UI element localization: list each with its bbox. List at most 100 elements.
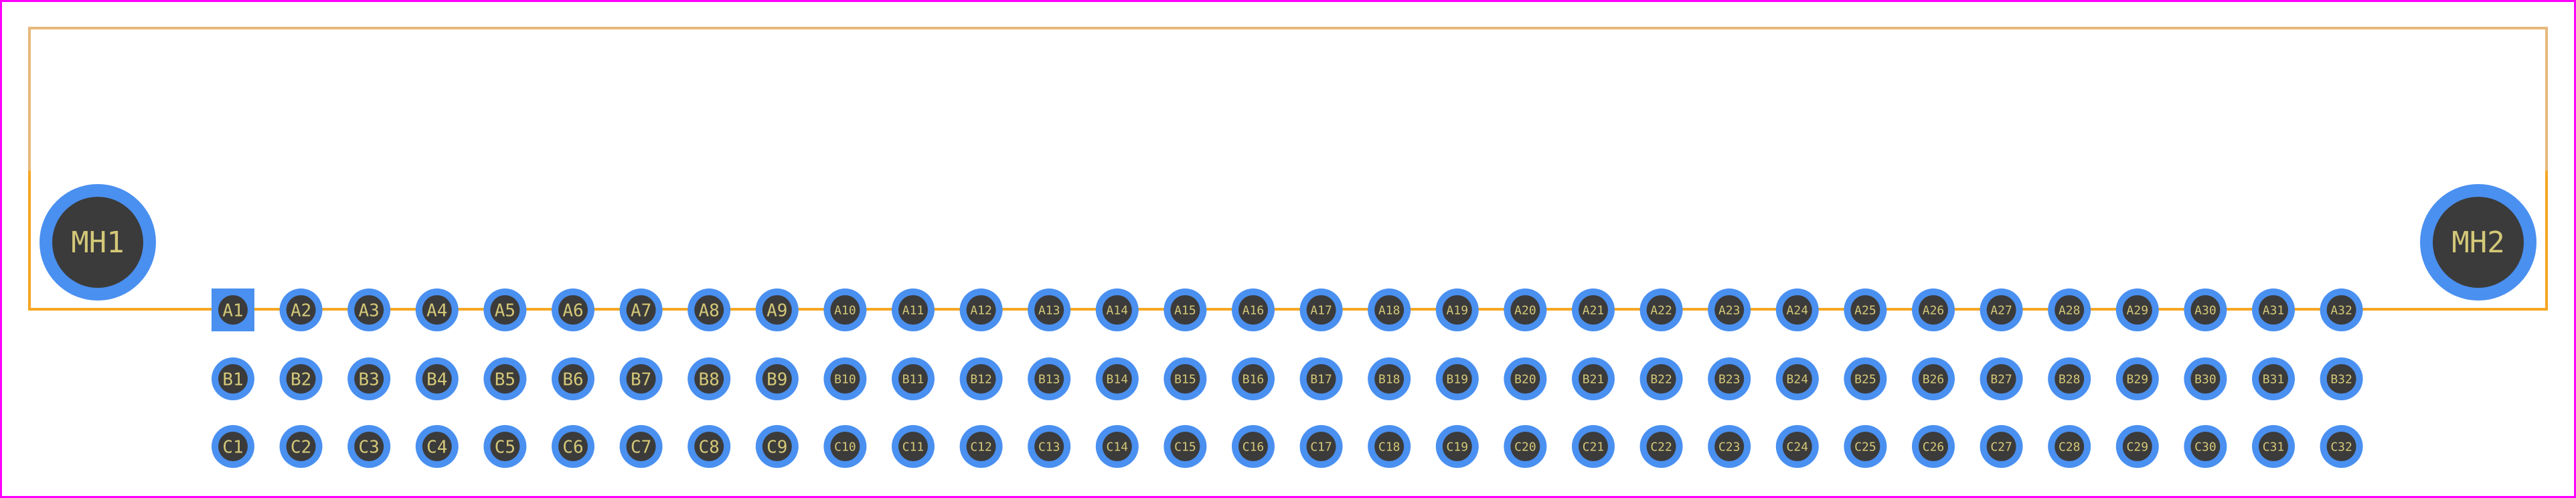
pin-pad-a11[interactable]: A11 [892, 288, 935, 331]
mounting-hole-mh2[interactable]: MH2 [2420, 184, 2537, 301]
pin-pad-a13[interactable]: A13 [1028, 288, 1071, 331]
pin-pad-b13[interactable]: B13 [1028, 357, 1071, 400]
pin-pad-c2[interactable]: C2 [279, 425, 323, 468]
pin-pad-a24[interactable]: A24 [1775, 288, 1819, 331]
pad-drill [1986, 432, 2016, 461]
pin-pad-b16[interactable]: B16 [1232, 357, 1275, 400]
pin-pad-b17[interactable]: B17 [1299, 357, 1343, 400]
pin-pad-b6[interactable]: B6 [552, 357, 594, 400]
pin-pad-a2[interactable]: A2 [279, 288, 323, 331]
pin-pad-b31[interactable]: B31 [2252, 357, 2295, 400]
pin-pad-c4[interactable]: C4 [415, 425, 459, 468]
pin-pad-c6[interactable]: C6 [552, 425, 594, 468]
pin-pad-c28[interactable]: C28 [2048, 425, 2091, 468]
pin-pad-c31[interactable]: C31 [2252, 425, 2295, 468]
pin-pad-c9[interactable]: C9 [755, 425, 799, 468]
pin-pad-a17[interactable]: A17 [1299, 288, 1343, 331]
pin-pad-a19[interactable]: A19 [1435, 288, 1479, 331]
pin-pad-a1[interactable]: A1 [212, 288, 254, 331]
pin-pad-a12[interactable]: A12 [959, 288, 1003, 331]
pin-pad-c21[interactable]: C21 [1572, 425, 1615, 468]
pin-pad-c16[interactable]: C16 [1232, 425, 1275, 468]
pin-pad-a14[interactable]: A14 [1095, 288, 1139, 331]
pin-pad-b20[interactable]: B20 [1504, 357, 1547, 400]
pin-pad-a32[interactable]: A32 [2320, 288, 2363, 331]
pin-pad-c11[interactable]: C11 [892, 425, 935, 468]
pin-pad-b22[interactable]: B22 [1639, 357, 1683, 400]
pin-pad-a3[interactable]: A3 [347, 288, 391, 331]
pin-pad-a15[interactable]: A15 [1163, 288, 1207, 331]
pin-pad-c26[interactable]: C26 [1912, 425, 1955, 468]
pin-pad-b30[interactable]: B30 [2184, 357, 2227, 400]
pin-pad-a30[interactable]: A30 [2184, 288, 2227, 331]
pin-pad-b1[interactable]: B1 [212, 357, 254, 400]
pin-pad-a18[interactable]: A18 [1368, 288, 1411, 331]
pin-pad-c13[interactable]: C13 [1028, 425, 1071, 468]
pin-pad-c32[interactable]: C32 [2320, 425, 2363, 468]
pin-pad-a26[interactable]: A26 [1912, 288, 1955, 331]
pin-pad-a31[interactable]: A31 [2252, 288, 2295, 331]
pin-pad-c1[interactable]: C1 [212, 425, 254, 468]
pin-pad-c3[interactable]: C3 [347, 425, 391, 468]
pin-pad-b5[interactable]: B5 [483, 357, 527, 400]
pin-pad-c27[interactable]: C27 [1980, 425, 2023, 468]
pin-pad-c12[interactable]: C12 [959, 425, 1003, 468]
pin-pad-b26[interactable]: B26 [1912, 357, 1955, 400]
pin-pad-b19[interactable]: B19 [1435, 357, 1479, 400]
pin-pad-b29[interactable]: B29 [2115, 357, 2159, 400]
pin-pad-c20[interactable]: C20 [1504, 425, 1547, 468]
pin-pad-c30[interactable]: C30 [2184, 425, 2227, 468]
pin-pad-b24[interactable]: B24 [1775, 357, 1819, 400]
pin-pad-a28[interactable]: A28 [2048, 288, 2091, 331]
pin-pad-b14[interactable]: B14 [1095, 357, 1139, 400]
pin-pad-a20[interactable]: A20 [1504, 288, 1547, 331]
pin-pad-b7[interactable]: B7 [619, 357, 663, 400]
pin-pad-a9[interactable]: A9 [755, 288, 799, 331]
pin-pad-b32[interactable]: B32 [2320, 357, 2363, 400]
pin-pad-a25[interactable]: A25 [1844, 288, 1887, 331]
pin-pad-c7[interactable]: C7 [619, 425, 663, 468]
pin-pad-a8[interactable]: A8 [688, 288, 731, 331]
pin-pad-c23[interactable]: C23 [1708, 425, 1751, 468]
pin-pad-a27[interactable]: A27 [1980, 288, 2023, 331]
pin-pad-b25[interactable]: B25 [1844, 357, 1887, 400]
pin-pad-b21[interactable]: B21 [1572, 357, 1615, 400]
pin-pad-a29[interactable]: A29 [2115, 288, 2159, 331]
pin-pad-b23[interactable]: B23 [1708, 357, 1751, 400]
pin-pad-b15[interactable]: B15 [1163, 357, 1207, 400]
pin-pad-a5[interactable]: A5 [483, 288, 527, 331]
pin-pad-b18[interactable]: B18 [1368, 357, 1411, 400]
pin-pad-b4[interactable]: B4 [415, 357, 459, 400]
pin-pad-c14[interactable]: C14 [1095, 425, 1139, 468]
pin-pad-a4[interactable]: A4 [415, 288, 459, 331]
pin-pad-c25[interactable]: C25 [1844, 425, 1887, 468]
pin-pad-c19[interactable]: C19 [1435, 425, 1479, 468]
pin-pad-b9[interactable]: B9 [755, 357, 799, 400]
pin-pad-b10[interactable]: B10 [823, 357, 867, 400]
pin-pad-c18[interactable]: C18 [1368, 425, 1411, 468]
pin-pad-b3[interactable]: B3 [347, 357, 391, 400]
pin-pad-b27[interactable]: B27 [1980, 357, 2023, 400]
pin-pad-c29[interactable]: C29 [2115, 425, 2159, 468]
pin-pad-b8[interactable]: B8 [688, 357, 731, 400]
mounting-hole-mh1[interactable]: MH1 [39, 184, 156, 301]
pin-pad-a21[interactable]: A21 [1572, 288, 1615, 331]
pin-pad-c10[interactable]: C10 [823, 425, 867, 468]
pin-pad-a23[interactable]: A23 [1708, 288, 1751, 331]
pin-pad-a6[interactable]: A6 [552, 288, 594, 331]
pin-pad-b2[interactable]: B2 [279, 357, 323, 400]
pin-pad-b12[interactable]: B12 [959, 357, 1003, 400]
pin-pad-c24[interactable]: C24 [1775, 425, 1819, 468]
pin-pad-c15[interactable]: C15 [1163, 425, 1207, 468]
pin-pad-a7[interactable]: A7 [619, 288, 663, 331]
pin-pad-c22[interactable]: C22 [1639, 425, 1683, 468]
pin-pad-a16[interactable]: A16 [1232, 288, 1275, 331]
pin-pad-c8[interactable]: C8 [688, 425, 731, 468]
pin-pad-c5[interactable]: C5 [483, 425, 527, 468]
pin-pad-b11[interactable]: B11 [892, 357, 935, 400]
pin-label: A32 [2330, 303, 2352, 317]
pin-pad-a22[interactable]: A22 [1639, 288, 1683, 331]
pin-pad-a10[interactable]: A10 [823, 288, 867, 331]
pin-pad-c17[interactable]: C17 [1299, 425, 1343, 468]
pin-pad-b28[interactable]: B28 [2048, 357, 2091, 400]
